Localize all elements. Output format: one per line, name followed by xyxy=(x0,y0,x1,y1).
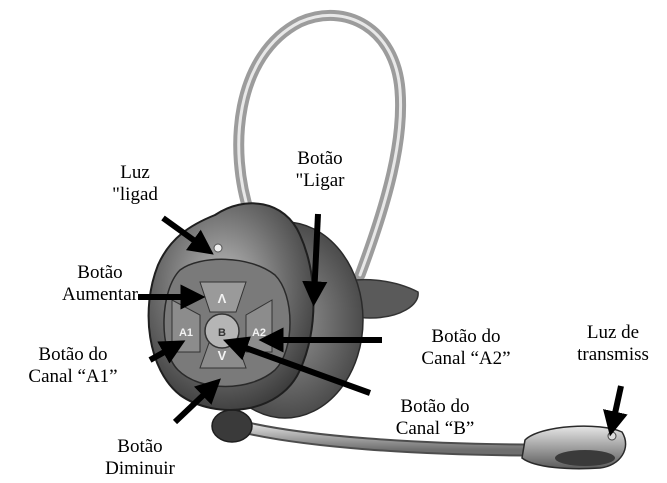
label-line: Luz xyxy=(100,162,170,184)
label-canal-a1: Botão do Canal “A1” xyxy=(16,344,130,388)
label-line: Diminuir xyxy=(90,458,190,480)
label-canal-a2: Botão do Canal “A2” xyxy=(404,326,528,370)
label-line: Botão do xyxy=(404,326,528,348)
label-luz-transmiss: Luz de transmiss xyxy=(566,322,660,366)
b-button-glyph[interactable]: B xyxy=(218,327,226,339)
label-line: Botão xyxy=(90,436,190,458)
label-line: "Ligar xyxy=(280,170,360,192)
label-botao-diminuir: Botão Diminuir xyxy=(90,436,190,480)
label-botao-ligar: Botão "Ligar xyxy=(280,148,360,192)
label-line: Botão xyxy=(280,148,360,170)
label-botao-aumentar: Botão Aumentar xyxy=(50,262,150,306)
label-line: Canal “B” xyxy=(380,418,490,440)
label-line: Canal “A1” xyxy=(16,366,130,388)
label-line: Botão do xyxy=(380,396,490,418)
label-line: Aumentar xyxy=(50,284,150,306)
label-canal-b: Botão do Canal “B” xyxy=(380,396,490,440)
label-line: transmiss xyxy=(566,344,660,366)
arrow-luz-transmiss xyxy=(612,386,621,427)
arrow-botao-ligar xyxy=(314,214,318,297)
up-button-glyph[interactable]: Λ xyxy=(218,291,227,306)
label-line: Botão xyxy=(50,262,150,284)
a1-button-glyph[interactable]: A1 xyxy=(179,327,193,339)
label-luz-ligado: Luz "ligad xyxy=(100,162,170,206)
label-line: Botão do xyxy=(16,344,130,366)
a2-button-glyph[interactable]: A2 xyxy=(252,327,266,339)
label-line: "ligad xyxy=(100,184,170,206)
label-line: Luz de xyxy=(566,322,660,344)
label-line: Canal “A2” xyxy=(404,348,528,370)
down-button-glyph[interactable]: V xyxy=(218,348,227,363)
